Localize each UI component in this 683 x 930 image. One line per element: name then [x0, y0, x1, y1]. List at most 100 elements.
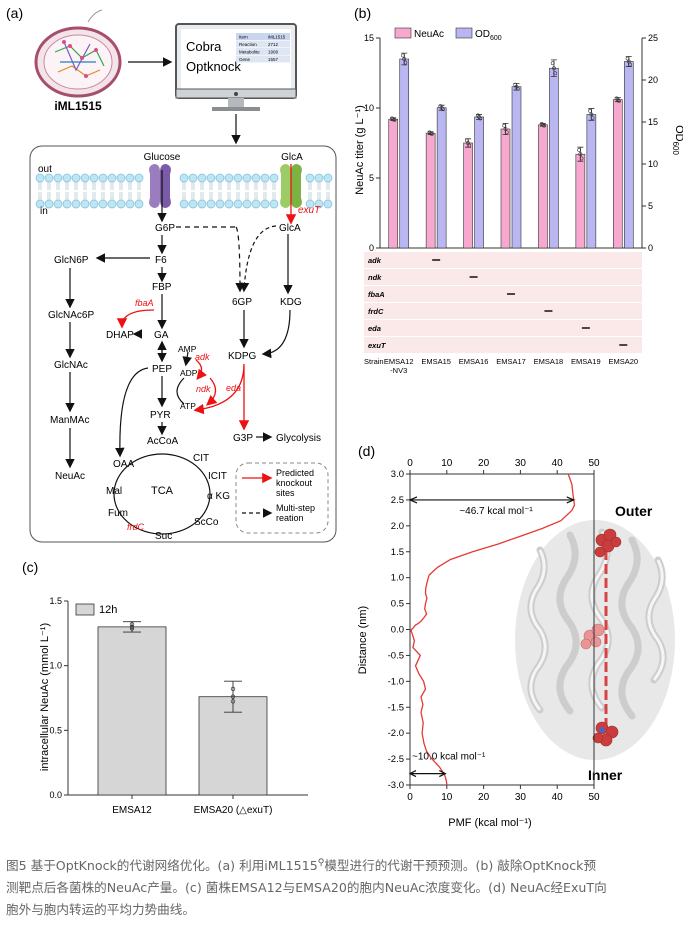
strain-tick-label: EMSA16 — [459, 357, 489, 366]
y-tick-label: 0.0 — [49, 790, 62, 800]
node-cit: CIT — [193, 453, 209, 464]
bar-od600 — [549, 67, 559, 249]
lipid-tail — [236, 182, 240, 200]
y-tick-label: -1.0 — [388, 676, 404, 687]
legend-od: OD600 — [475, 29, 502, 42]
lipid-tail — [254, 182, 258, 200]
x-tick-label-bottom: 50 — [588, 792, 600, 803]
protein-structure-icon — [515, 520, 675, 760]
lipid-tail — [74, 182, 78, 200]
arrowhead — [439, 770, 447, 778]
node-tca: TCA — [151, 485, 174, 497]
info-table-key: Metabolite — [239, 50, 260, 55]
lipid-head — [269, 173, 279, 183]
node-accoa: AcCoA — [147, 436, 178, 447]
replicate-point — [438, 104, 443, 109]
transporter-glca-label: GlcA — [281, 152, 303, 163]
strain-tick-label: EMSA17 — [496, 357, 526, 366]
lipid-head — [197, 173, 207, 183]
y-tick-label-left: 0 — [369, 243, 374, 253]
error-bar-od600 — [588, 108, 595, 121]
legend-12h-swatch — [75, 603, 95, 616]
y-tick-label: 1.5 — [49, 596, 62, 606]
pmf-curve — [410, 473, 576, 786]
lipid-head — [89, 173, 99, 183]
strain-tick-label: EMSA19 — [571, 357, 601, 366]
y-tick-label: -2.5 — [388, 754, 404, 765]
bar-neuac — [388, 118, 399, 249]
lipid-head — [251, 173, 261, 183]
x-tick-label-top: 50 — [588, 458, 600, 469]
replicate-point — [230, 694, 236, 699]
search-icon[interactable]: ⚲ — [317, 858, 325, 868]
node-g3p: G3P — [233, 433, 253, 444]
knockout-row-bg — [364, 286, 642, 302]
info-table-value: 2712 — [268, 42, 279, 47]
lipid-tail — [47, 182, 51, 200]
lipid-head — [134, 173, 144, 183]
bar-od600 — [474, 116, 484, 249]
lipid-tail — [119, 182, 123, 200]
lipid-head — [215, 173, 225, 183]
info-table-key: Gene — [239, 57, 251, 62]
panel-b-ylabel-right: OD600 — [671, 125, 683, 155]
knockout-row-bg — [364, 252, 642, 268]
lipid-head — [233, 199, 243, 209]
lipid-head — [35, 199, 45, 209]
arrowhead — [566, 496, 576, 504]
lipid-tail — [218, 182, 222, 200]
lipid-tail — [83, 182, 87, 200]
y-tick-label-left: 5 — [369, 173, 374, 183]
bar-neuac — [425, 132, 436, 249]
strain-label: Strain — [364, 357, 384, 366]
y-tick-label-right: 20 — [648, 75, 658, 85]
replicate-point — [553, 71, 558, 76]
lipid-tail — [263, 182, 267, 200]
panel-b: (b) NeuAc titer (g L⁻¹) OD600 NeuAc OD60… — [340, 0, 683, 380]
lipid-head — [188, 173, 198, 183]
info-table-row — [236, 55, 290, 63]
membrane-out-label: out — [38, 164, 52, 175]
knockout-adk: adk — [195, 352, 210, 362]
lipid-head — [71, 173, 81, 183]
lipid-head — [314, 173, 324, 183]
knockout-fbaa: fbaA — [135, 298, 154, 308]
legend-knockout-2: knockout — [276, 478, 313, 488]
lipid-tail — [182, 182, 186, 200]
bar-od600 — [511, 86, 522, 249]
network-dish-icon — [34, 9, 122, 98]
strain-tick-label: EMSA12 — [384, 357, 414, 366]
x-tick-label-bottom: 30 — [515, 792, 527, 803]
replicate-point — [429, 132, 434, 136]
y-tick-label: -1.5 — [388, 702, 404, 713]
y-tick-label-right: 25 — [648, 33, 658, 43]
y-tick-label-right: 0 — [648, 243, 653, 253]
legend-multistep-1: Multi-step — [276, 503, 315, 513]
lipid-head — [323, 173, 333, 183]
lipid-tail — [326, 182, 330, 200]
bar-od600 — [623, 61, 634, 249]
bar-od600 — [586, 114, 597, 249]
panel-d-ylabel: Distance (nm) — [357, 606, 369, 674]
lipid-tail — [137, 182, 141, 200]
replicate-point — [504, 130, 509, 135]
glca-transporter-icon — [280, 164, 302, 208]
replicate-point — [513, 82, 518, 87]
knockout-row-label: frdC — [368, 307, 384, 316]
lipid-tail — [227, 182, 231, 200]
knockout-row-bg — [364, 269, 642, 285]
legend-knockout-1: Predicted — [276, 468, 314, 478]
lipid-head — [80, 173, 90, 183]
lipid-head — [98, 199, 108, 209]
error-bar-neuac — [577, 146, 584, 162]
node-glcnac: GlcNAc — [54, 360, 88, 371]
lipid-tail — [209, 182, 213, 200]
lipid-tail — [272, 182, 276, 200]
panel-b-ylabel-left: NeuAc titer (g L⁻¹) — [354, 105, 366, 195]
lipid-head — [233, 173, 243, 183]
panel-c-ylabel: intracellular NeuAc (mmol L⁻¹) — [39, 623, 51, 771]
lipid-head — [89, 199, 99, 209]
